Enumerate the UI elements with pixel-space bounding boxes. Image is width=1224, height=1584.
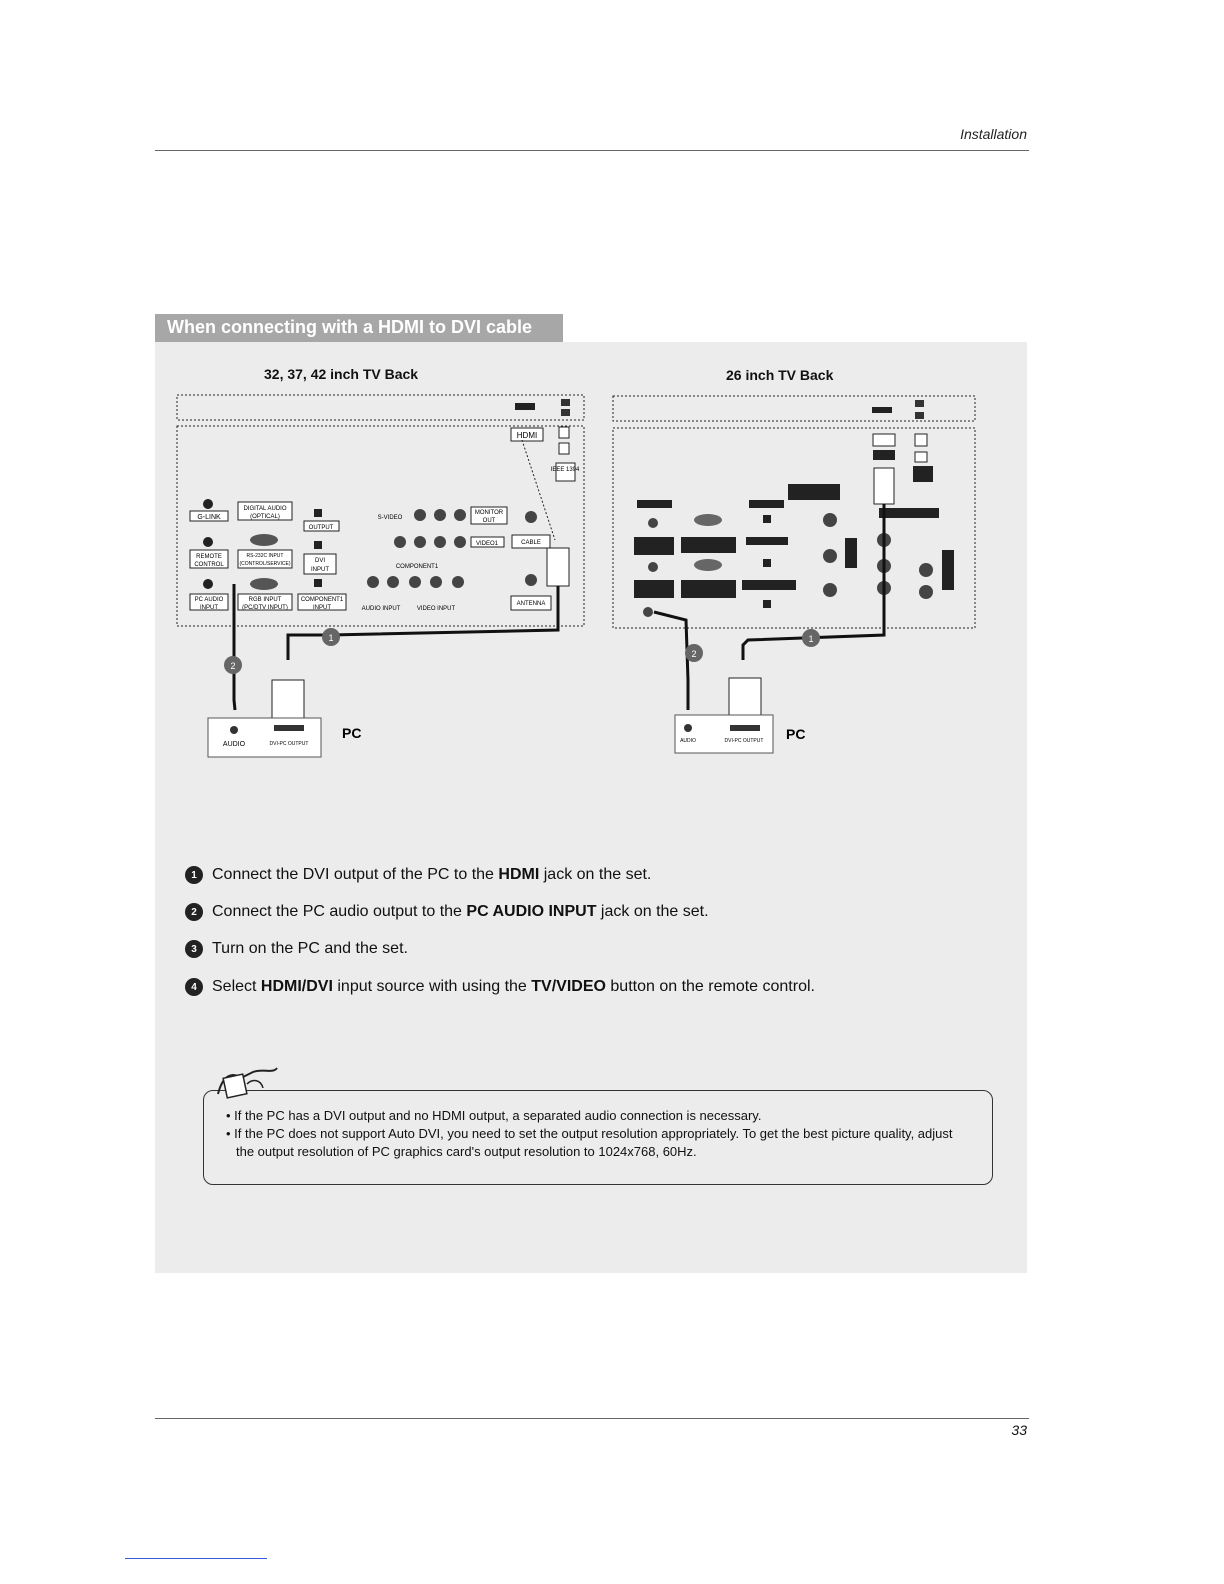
step-3: 3 Turn on the PC and the set. — [185, 940, 408, 958]
video1-label: VIDEO1 — [476, 541, 499, 547]
svg-text:1: 1 — [328, 633, 333, 643]
rgb-b-label: (PC/DTV INPUT) — [242, 605, 288, 611]
component1-label: COMPONENT1 — [396, 564, 439, 570]
left-pc-label: PC — [342, 725, 361, 741]
section-header: Installation — [960, 126, 1027, 142]
step-text: Turn on the PC and the set. — [212, 940, 408, 957]
pc-audio-label: PC AUDIO — [195, 597, 224, 603]
component-label: COMPONENT1 — [301, 597, 344, 603]
note-hand-icon — [217, 1067, 278, 1099]
dvi-label: DVI — [315, 558, 325, 564]
rs232-label: RS-232C INPUT — [247, 553, 284, 559]
header-rule — [155, 150, 1029, 151]
footer-rule — [155, 1418, 1029, 1419]
pc-audio-input-label: INPUT — [200, 605, 218, 611]
step-text: Connect the DVI output of the PC to the … — [212, 866, 652, 883]
dvi-pc-output-label: DVI-PC OUTPUT — [270, 741, 309, 747]
step-number: 2 — [185, 903, 203, 921]
optical-label: (OPTICAL) — [250, 514, 280, 520]
right-tv-diagram: 1 2 AUDIO DVI-PC OUTPUT PC — [612, 395, 976, 754]
svg-text:2: 2 — [230, 661, 235, 671]
cable-label: CABLE — [521, 540, 541, 546]
step-number: 1 — [185, 866, 203, 884]
note-item: • If the PC has a DVI output and no HDMI… — [226, 1108, 762, 1123]
right-diagram-title: 26 inch TV Back — [726, 367, 834, 383]
monitor-label: MONITOR — [475, 510, 504, 516]
right-dvi-pc-output-label: DVI-PC OUTPUT — [725, 738, 764, 744]
output-label: OUTPUT — [309, 525, 334, 531]
note-box: • If the PC has a DVI output and no HDMI… — [203, 1090, 993, 1185]
audio-input-label: AUDIO INPUT — [362, 606, 401, 612]
step-text: Select HDMI/DVI input source with using … — [212, 978, 815, 995]
component-input-label: INPUT — [313, 605, 331, 611]
step-2: 2 Connect the PC audio output to the PC … — [185, 903, 709, 921]
right-audio-label: AUDIO — [680, 738, 696, 744]
left-diagram-title: 32, 37, 42 inch TV Back — [264, 366, 419, 382]
audio-label: AUDIO — [223, 741, 246, 748]
step-4: 4 Select HDMI/DVI input source with usin… — [185, 978, 815, 996]
video-input-label: VIDEO INPUT — [417, 606, 456, 612]
glink-label: G-LINK — [197, 514, 221, 521]
dvi-input-label: INPUT — [311, 567, 329, 573]
step-number: 4 — [185, 978, 203, 996]
control-label: CONTROL — [194, 562, 224, 568]
svg-text:2: 2 — [691, 649, 696, 659]
svideo-label: S-VIDEO — [378, 515, 403, 521]
left-tv-diagram: HDMI IEEE 1394 G-LINK DIGITAL AUDIO (OPT… — [176, 394, 585, 758]
footer-link-underline — [125, 1558, 267, 1559]
section-tab-title: When connecting with a HDMI to DVI cable — [167, 317, 533, 337]
section-tab: When connecting with a HDMI to DVI cable — [155, 314, 563, 342]
monitor-out-label: OUT — [483, 518, 496, 524]
digital-audio-label: DIGITAL AUDIO — [243, 506, 286, 512]
rgb-input-label: RGB INPUT — [249, 597, 282, 603]
page-number: 33 — [1011, 1422, 1027, 1438]
right-pc-label: PC — [786, 726, 805, 742]
remote-label: REMOTE — [196, 554, 222, 560]
svg-text:1: 1 — [808, 634, 813, 644]
antenna-label: ANTENNA — [517, 601, 546, 607]
rs232b-label: (CONTROL/SERVICE) — [239, 561, 290, 567]
hdmi-label: HDMI — [517, 431, 537, 440]
step-1: 1 Connect the DVI output of the PC to th… — [185, 866, 651, 884]
note-item: • If the PC does not support Auto DVI, y… — [226, 1126, 953, 1159]
ieee-label: IEEE 1394 — [551, 467, 580, 473]
step-text: Connect the PC audio output to the PC AU… — [212, 903, 709, 920]
step-number: 3 — [185, 940, 203, 958]
